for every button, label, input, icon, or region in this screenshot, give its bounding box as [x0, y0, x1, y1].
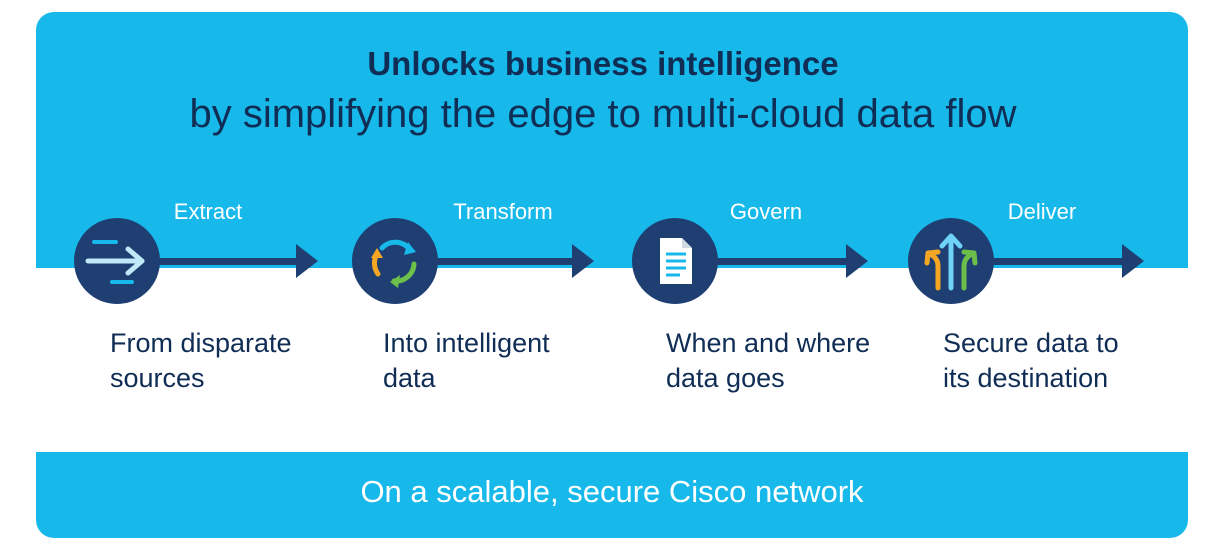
cycle-arrows-icon	[371, 239, 417, 288]
document-icon	[660, 238, 692, 284]
step-label-transform: Transform	[453, 199, 553, 224]
step-label-deliver: Deliver	[1007, 199, 1077, 224]
footer-text: On a scalable, secure Cisco network	[360, 474, 864, 509]
arrowhead-icon	[846, 244, 868, 278]
step-label-extract: Extract	[173, 199, 243, 224]
step-label-govern: Govern	[729, 199, 803, 224]
extract-icon-circle	[74, 218, 160, 304]
subheadline: by simplifying the edge to multi-cloud d…	[189, 92, 1017, 136]
headline: Unlocks business intelligence	[367, 45, 839, 82]
flow-line-extract	[150, 258, 300, 265]
arrowhead-icon	[1122, 244, 1144, 278]
flow-line-deliver	[986, 258, 1126, 265]
top-banner	[36, 12, 1188, 268]
bottom-banner	[36, 452, 1188, 538]
flow-line-govern	[710, 258, 850, 265]
step-description-transform: Into intelligent data	[383, 328, 550, 393]
step-description-govern: When and where data goes	[666, 328, 871, 393]
step-description-extract: From disparate sources	[110, 328, 292, 393]
govern-icon-circle	[632, 218, 718, 304]
flow-line-transform	[430, 258, 576, 265]
deliver-icon-circle	[908, 218, 994, 304]
diverging-arrows-icon	[924, 233, 978, 291]
step-description-deliver: Secure data to its destination	[943, 328, 1119, 393]
arrows-right-icon	[85, 240, 145, 284]
transform-icon-circle	[352, 218, 438, 304]
arrowhead-icon	[296, 244, 318, 278]
arrowhead-icon	[572, 244, 594, 278]
